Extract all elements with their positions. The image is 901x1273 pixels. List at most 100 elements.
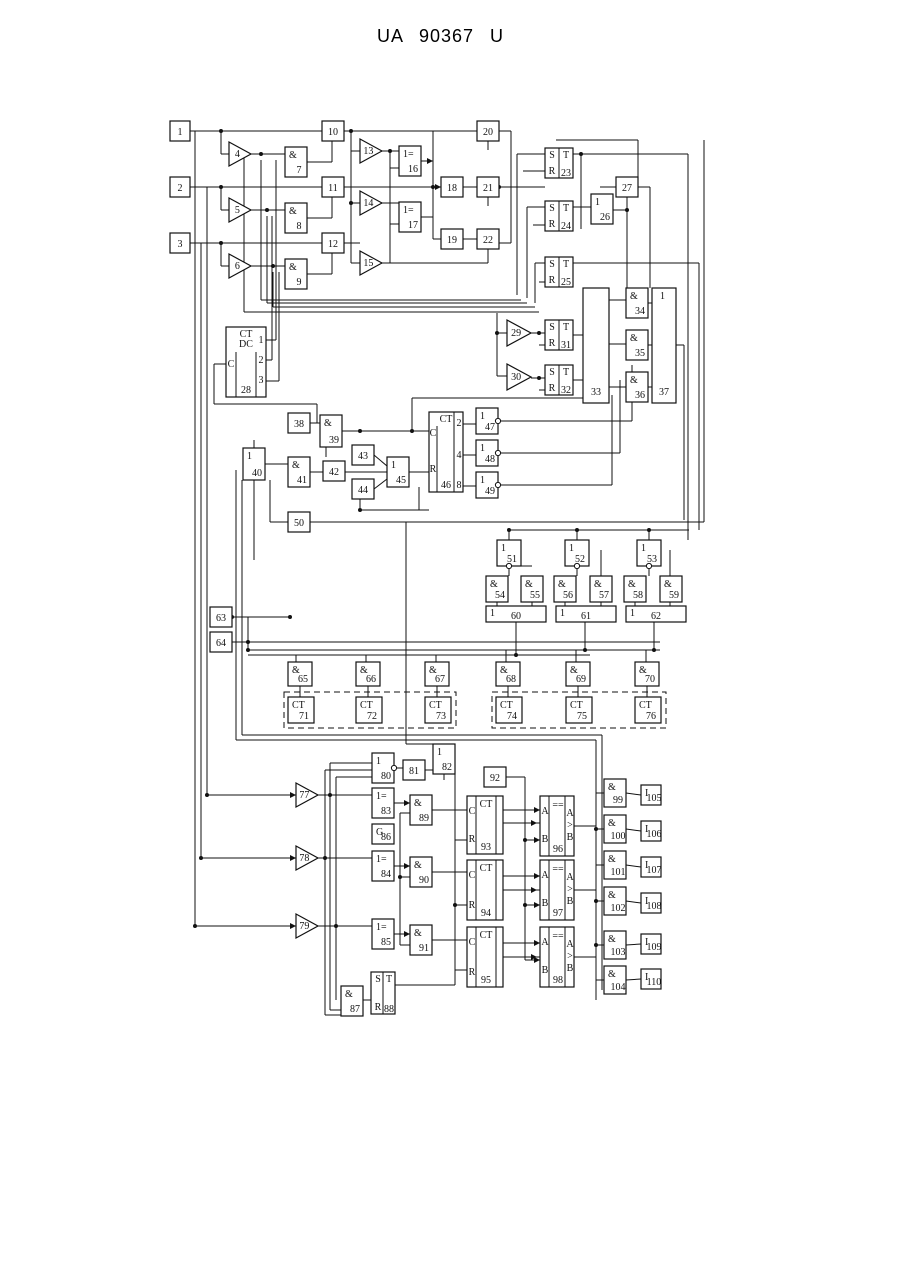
gate-symbol: & — [414, 928, 422, 939]
block-number: 17 — [408, 220, 418, 231]
gate-symbol: CT — [360, 700, 373, 711]
block-45: 145 — [387, 457, 409, 487]
block-number: 34 — [635, 306, 645, 317]
gate-symbol: 1= — [376, 854, 387, 865]
block-59: &59 — [660, 576, 682, 602]
block-number: 44 — [358, 485, 368, 496]
block-6: 6 — [229, 254, 251, 278]
bit-2-label: 2 — [457, 418, 462, 429]
block-60: 1 60 — [486, 606, 546, 622]
block-number: 40 — [252, 468, 262, 479]
block-8: &8 — [285, 203, 307, 233]
block-3: 3 — [170, 233, 190, 253]
block-number: 103 — [611, 947, 626, 958]
counter-label: CT — [480, 863, 493, 874]
output-1-label: 1 — [259, 335, 264, 346]
block-number: 108 — [647, 901, 662, 912]
arrow-head — [404, 800, 410, 806]
block-110: I110 — [641, 969, 661, 989]
block-number: 76 — [646, 711, 656, 722]
block-number: 73 — [436, 711, 446, 722]
block-number: 23 — [561, 168, 571, 179]
set-label: S — [375, 974, 381, 985]
gate-symbol: & — [608, 818, 616, 829]
junction-dot — [507, 528, 511, 532]
block-number: 88 — [384, 1004, 394, 1015]
block-number: 8 — [297, 221, 302, 232]
block-37: 137 — [652, 288, 676, 403]
block-number: 58 — [633, 590, 643, 601]
block-44: 44 — [352, 479, 374, 499]
greater-label: > — [567, 951, 573, 962]
junction-dot — [537, 331, 541, 335]
gate-symbol: & — [414, 798, 422, 809]
gate-symbol: 1 — [490, 608, 495, 619]
block-97: ==ABA>B97 — [540, 860, 574, 920]
block-number: 87 — [350, 1004, 360, 1015]
block-number: 72 — [367, 711, 377, 722]
gate-symbol: 1= — [376, 922, 387, 933]
junction-dot — [358, 508, 362, 512]
block-104: &104 — [604, 966, 626, 994]
block-number: 46 — [441, 480, 451, 491]
block-number: 6 — [235, 261, 240, 272]
block-57: &57 — [590, 576, 612, 602]
block-number: 93 — [481, 842, 491, 853]
arrow-head — [290, 923, 296, 929]
block-number: 96 — [553, 844, 563, 855]
block-number: 74 — [507, 711, 517, 722]
junction-dot — [410, 429, 414, 433]
block-92: 92 — [484, 767, 506, 787]
bit-4-label: 4 — [457, 450, 462, 461]
block-number: 19 — [447, 235, 457, 246]
block-number: 15 — [363, 258, 373, 269]
block-69: &69 — [566, 662, 590, 686]
block-number: 60 — [511, 611, 521, 622]
block-number: 95 — [481, 975, 491, 986]
block-65: &65 — [288, 662, 312, 686]
cmp-a-label: A — [566, 939, 574, 950]
block-number: 29 — [511, 328, 521, 339]
block-number: 21 — [483, 183, 493, 194]
gate-symbol: CT — [570, 700, 583, 711]
block-67: &67 — [425, 662, 449, 686]
input-a-label: A — [541, 870, 549, 881]
gate-symbol: 1 — [391, 460, 396, 471]
junction-dot — [349, 201, 353, 205]
arrow-head — [534, 873, 540, 879]
block-7: &7 — [285, 147, 307, 177]
block-25: SRT25 — [545, 257, 573, 288]
block-number: 98 — [553, 975, 563, 986]
junction-dot — [219, 129, 223, 133]
gate-symbol: & — [289, 206, 297, 217]
block-number: 13 — [363, 146, 373, 157]
block-96: ==ABA>B96 — [540, 796, 574, 856]
arrow-head — [534, 902, 540, 908]
amplifier-shape — [229, 254, 251, 278]
block-13: 13 — [360, 139, 382, 163]
junction-dot — [398, 875, 402, 879]
block-number: 41 — [297, 475, 307, 486]
wire — [626, 901, 641, 903]
arrow-head — [290, 792, 296, 798]
inversion-bubble — [495, 450, 500, 455]
junction-dot — [625, 208, 629, 212]
block-68: &68 — [496, 662, 520, 686]
block-number: 20 — [483, 127, 493, 138]
block-63: 63 — [210, 607, 232, 627]
block-71: CT71 — [288, 697, 314, 723]
block-17: 1=17 — [399, 202, 421, 232]
block-number: 63 — [216, 613, 226, 624]
block-106: I106 — [641, 821, 662, 841]
arrow-head — [290, 855, 296, 861]
block-number: 39 — [329, 435, 339, 446]
block-83: 1=83 — [372, 788, 394, 818]
inversion-bubble — [646, 563, 651, 568]
block-number: 12 — [328, 239, 338, 250]
block-33: 33 — [583, 288, 609, 403]
block-53: 153 — [637, 540, 661, 566]
arrow-head — [534, 940, 540, 946]
block-number: 78 — [299, 853, 309, 864]
block-16: 1=16 — [399, 146, 421, 176]
